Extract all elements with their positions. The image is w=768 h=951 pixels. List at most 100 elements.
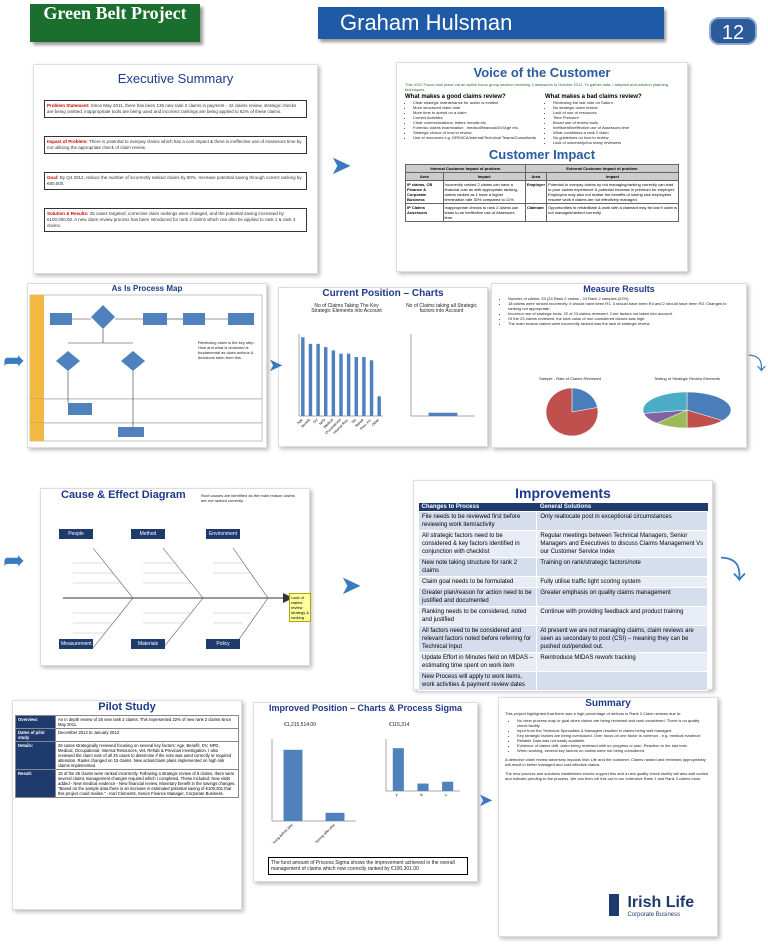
ci-header-internal: Internal Customer Impact of problem [405,164,526,173]
table-cell: All strategic factors need to be conside… [417,530,538,558]
voc-intro: This VOC Focus took place via an active … [405,82,668,92]
table-row: File needs to be reviewed first before r… [417,511,708,531]
tick-label: C [444,793,449,798]
current-position-panel: Current Position – Charts No of Claims T… [278,287,488,447]
list-item: Correct Activities [413,115,539,120]
list-item: Clear strategic maintenance for action i… [413,100,539,105]
list-item: The main reason claims were incorrectly … [508,321,740,326]
table-row: All strategic factors need to be conside… [417,530,708,558]
pie-slice [571,387,598,413]
list-item: When working, several key factors on cla… [517,748,711,753]
list-item: Number of claims: 53 (24 Rank 2 claims -… [508,296,740,301]
list-item: Of the 23 claims reviewed, the total val… [508,316,740,321]
tick-label: Potential Saving after pilot [304,823,336,843]
pie2-title: Testing of Strategic Review Elements [653,376,721,381]
fishbone-effect-box: Lack of claims review strategy & ranking [289,593,311,622]
lane-assessor [30,295,44,399]
executive-summary-title: Executive Summary [117,71,234,86]
table-cell: Inappropriate checks to rank 2 claims ca… [442,203,526,222]
chart1-title: No of Claims Taking The Key Strategic El… [311,303,382,314]
table-cell: Only reallocate post in exceptional circ… [536,511,708,531]
fishbone-category: People [59,529,93,539]
customer-impact-title: Customer Impact [488,147,596,162]
summary-panel: Summary This project highlighted that th… [498,697,718,937]
measure-results-title: Measure Results [583,284,655,294]
tick-label: Vet [351,418,357,424]
ci-col-header: Area [524,172,548,181]
tick-label: Rehab [354,418,364,428]
tick-label: B [419,792,424,797]
exec-box-lead: Impact of Problem: [47,139,90,144]
table-row: New Process will apply to work items, wo… [417,671,708,691]
bar [316,343,320,416]
table-cell: Incorrectly ranked 2 claims can have a f… [442,180,526,204]
cause-effect-title: Cause & Effect Diagram [61,489,186,501]
fishbone-category: Method [131,529,165,539]
table-row: Details:25 cases strategically reviewed … [15,741,239,770]
improved-position-chart-1: Potential Saving before pilot Potential S… [260,739,356,843]
tick-label: Age [296,418,303,425]
table-cell [536,671,708,691]
voice-of-customer-panel: Voice of the Customer This VOC Focus too… [396,62,688,272]
table-cell: New note taking structure for rank 2 cla… [417,557,538,577]
table-cell: IP Claims Assessors [405,203,444,222]
executive-summary-panel: Executive Summary Problem Statement: Sin… [33,64,318,274]
pilot-text: 15 of the 25 claims were ranked incorrec… [55,769,239,798]
exec-box-lead: Problem Statement: [47,103,91,108]
table-row: Update Effort in Minutes field on MIDAS … [417,652,708,672]
tick-label: Medical [323,418,335,430]
fishbone-category: Measurement [59,639,93,649]
improvements-title: Improvements [515,485,611,501]
list-item: Time Pressure [553,115,679,120]
process-map-panel: As Is Process Map Reviewing claim is the… [27,283,267,448]
exec-box: Impact of Problem: There is potential to… [44,136,307,154]
summary-list: No clear process map or goal when claims… [505,718,711,753]
list-item: Lack of ownership/too many reviewers [553,140,679,145]
improved-position-panel: Improved Position – Charts & Process Sig… [253,702,478,882]
bar [377,396,381,416]
list-item: More structured claim note [413,105,539,110]
bar [442,781,454,791]
tick-label: Other [371,417,381,427]
table-cell: Reintroduce MIDAS rework tracking [536,652,708,672]
tick-label: Potential Saving before pilot [260,823,294,843]
list-item: Key strategic factors are being overlook… [517,733,711,738]
cause-effect-note: Root causes are identified as the main r… [201,493,295,503]
process-map-title: As Is Process Map [111,284,183,293]
bar [392,748,404,791]
ci-col-header: Area [405,172,444,181]
pilot-label: Details: [15,741,56,770]
table-cell: Claimant [524,203,548,222]
bar [428,412,458,416]
table-cell: Greater plan/reason for action need to b… [417,587,538,607]
table-cell: Regular meetings between Technical Manag… [536,530,708,558]
table-cell: Update Effort in Minutes field on MIDAS … [417,652,538,672]
list-item: Inefficient/ineffective use of Assessors… [553,125,679,130]
bar [308,343,313,416]
summary-outro-1: A defective claim review adversely impac… [505,757,706,767]
pie-slice [545,387,599,437]
exec-box: Goal: By Q4 2012, reduce the number of i… [44,172,307,190]
flow-arrow-3: ➤ [268,355,284,375]
current-position-title: Current Position – Charts [322,288,444,299]
voc-good-list: Clear strategic maintenance for action i… [405,100,539,140]
logo-icon [609,894,619,916]
pilot-text: An in depth review of 25 new rank 2 clai… [55,715,239,729]
logo-main: Irish Life [627,894,695,911]
table-cell: Opportunities to rehabilitate & work wit… [546,203,679,222]
bar [331,350,336,416]
flow-arrow-2: ➦ [3,345,25,375]
bar [301,337,305,416]
improvements-header: Changes to Process [418,503,537,512]
list-item: Reviewing the last note on Saturn [553,100,679,105]
flow-arrow-8: ➤ [478,790,494,810]
bar [362,356,366,416]
table-row: All factors need to be considered and re… [417,625,708,653]
list-item: More time to spend on a claim [413,110,539,115]
author-banner: Graham Hulsman [318,7,664,39]
table-row: New note taking structure for rank 2 cla… [417,557,708,577]
ci-header-external: External Customer Impact of problem [524,164,680,173]
